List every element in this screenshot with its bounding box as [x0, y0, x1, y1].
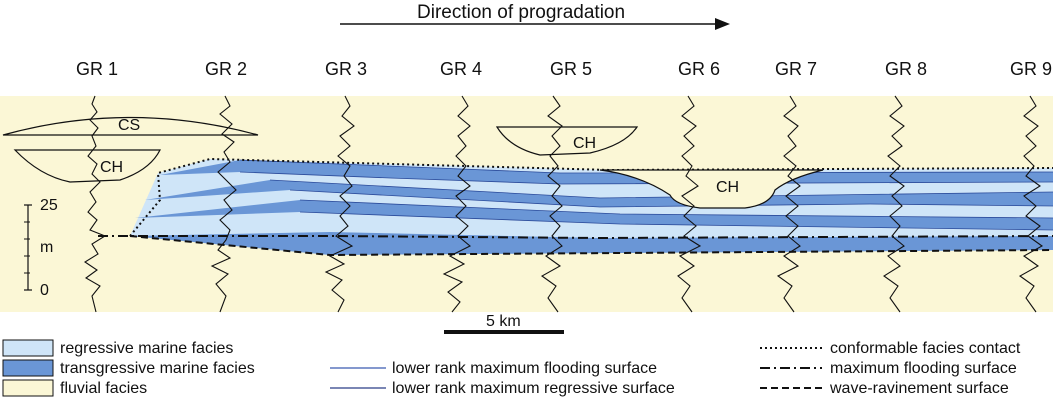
legend: regressive marine facies transgressive m… — [2, 339, 1021, 397]
channel-cs-label: CS — [118, 117, 140, 134]
transgressive-tongue-2 — [145, 180, 1053, 207]
vertical-scale-top: 25 — [40, 197, 58, 214]
gr-log-7 — [776, 95, 801, 313]
legend-label-fluvial: fluvial facies — [60, 380, 147, 397]
legend-label-max-flooding: maximum flooding surface — [830, 360, 1017, 377]
channel-ch-gr5 — [495, 126, 639, 156]
channel-ch-gr1 — [13, 149, 161, 183]
gr-log-4 — [442, 95, 471, 313]
maximum-flooding-line — [98, 235, 1053, 240]
legend-label-wave-ravinement: wave-ravinement surface — [829, 380, 1009, 397]
channel-ch-gr5-label: CH — [573, 135, 596, 152]
legend-label-lower-flooding: lower rank maximum flooding surface — [392, 360, 657, 377]
gr-log-2 — [210, 95, 237, 313]
cross-section: CS CH CH CH — [0, 95, 1053, 313]
well-label-gr6: GR 6 — [678, 59, 720, 79]
well-label-gr2: GR 2 — [205, 59, 247, 79]
well-label-gr9: GR 9 — [1010, 59, 1052, 79]
direction-label: Direction of progradation — [417, 2, 625, 23]
legend-swatch-fluvial — [2, 379, 54, 397]
horizontal-scale-label: 5 km — [486, 313, 521, 330]
transgressive-tongue-3 — [135, 200, 1053, 230]
vertical-scale-unit: m — [40, 239, 53, 256]
well-label-gr3: GR 3 — [325, 59, 367, 79]
legend-label-transgressive: transgressive marine facies — [60, 360, 255, 377]
wave-ravinement-line — [129, 235, 1053, 257]
progradation-header: Direction of progradation — [340, 2, 730, 30]
channel-cs-outline — [2, 116, 259, 136]
well-labels: GR 1 GR 2 GR 3 GR 4 GR 5 GR 6 GR 7 GR 8 … — [76, 59, 1052, 79]
well-label-gr1: GR 1 — [76, 59, 118, 79]
legend-swatch-transgressive — [2, 359, 54, 377]
direction-arrow-head — [715, 18, 730, 30]
well-label-gr7: GR 7 — [775, 59, 817, 79]
channel-ch-gr6 — [599, 169, 824, 209]
channel-ch-gr1-label: CH — [100, 159, 123, 176]
legend-label-lower-regressive: lower rank maximum regressive surface — [392, 380, 675, 397]
legend-label-regressive: regressive marine facies — [60, 340, 233, 357]
gr-log-1 — [83, 95, 107, 313]
gr-log-8 — [883, 95, 905, 313]
gr-log-curves — [83, 95, 1044, 313]
horizontal-scale: 5 km — [444, 313, 564, 334]
well-label-gr8: GR 8 — [885, 59, 927, 79]
gr-log-3 — [324, 95, 355, 313]
vertical-scale: 25 m 0 — [24, 197, 58, 299]
gr-log-9 — [1018, 95, 1044, 313]
gr-log-5 — [540, 95, 563, 313]
channel-ch-gr6-label: CH — [716, 179, 739, 196]
well-label-gr4: GR 4 — [440, 59, 482, 79]
legend-label-conformable: conformable facies contact — [830, 340, 1021, 357]
legend-swatch-regressive — [2, 339, 54, 357]
vertical-scale-bottom: 0 — [40, 282, 49, 299]
well-label-gr5: GR 5 — [550, 59, 592, 79]
horizontal-scale-bar — [444, 330, 564, 334]
gr-log-6 — [677, 95, 702, 313]
